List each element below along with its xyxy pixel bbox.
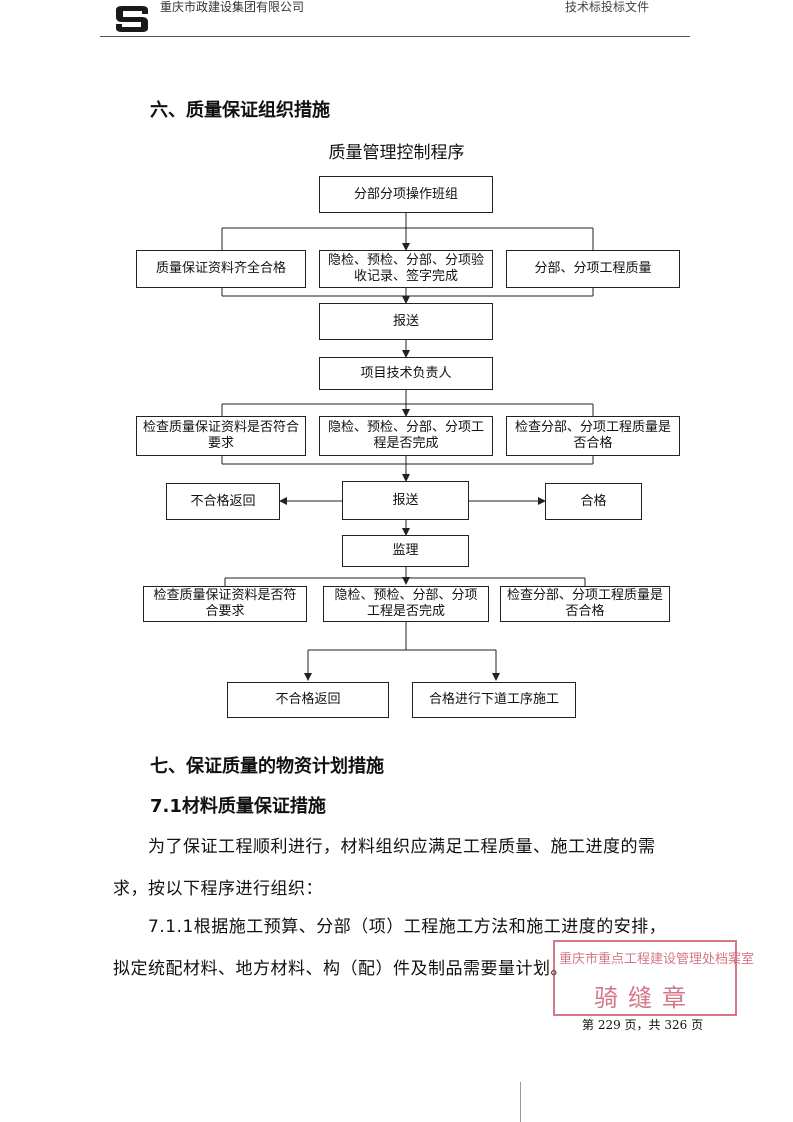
header-company-name: 重庆市政建设集团有限公司 bbox=[160, 0, 305, 14]
flow-box-next-process: 合格进行下道工序施工 bbox=[412, 682, 576, 718]
flow-box-inspection-records: 隐检、预检、分部、分项验收记录、签字完成 bbox=[319, 250, 493, 288]
flow-box-check-quality-2: 检查分部、分项工程质量是否合格 bbox=[500, 586, 670, 622]
paragraph-2-line-2: 拟定统配材料、地方材料、构（配）件及制品需要量计划。 bbox=[113, 959, 568, 979]
stamp-office-text: 重庆市重点工程建设管理处档案室 bbox=[559, 952, 755, 967]
binding-edge-line bbox=[520, 1082, 521, 1122]
flow-box-check-completion-2: 隐检、预检、分部、分项工程是否完成 bbox=[323, 586, 489, 622]
company-logo bbox=[116, 6, 148, 32]
section7-heading: 七、保证质量的物资计划措施 bbox=[150, 756, 384, 777]
flow-box-submit-1: 报送 bbox=[319, 303, 493, 340]
flow-box-submit-2: 报送 bbox=[342, 481, 469, 520]
archive-seal-stamp: 重庆市重点工程建设管理处档案室 骑缝章 bbox=[553, 940, 754, 1016]
flow-box-fail-return-1: 不合格返回 bbox=[166, 483, 280, 520]
section6-heading: 六、质量保证组织措施 bbox=[150, 100, 330, 121]
stamp-seal-label: 骑缝章 bbox=[594, 984, 696, 1012]
flow-box-check-quality-1: 检查分部、分项工程质量是否合格 bbox=[506, 416, 680, 456]
flow-box-pass-1: 合格 bbox=[545, 483, 642, 520]
flow-box-check-completion-1: 隐检、预检、分部、分项工程是否完成 bbox=[319, 416, 493, 456]
flow-box-supervision: 监理 bbox=[342, 535, 469, 567]
flow-box-project-quality: 分部、分项工程质量 bbox=[506, 250, 680, 288]
flow-box-work-team: 分部分项操作班组 bbox=[319, 176, 493, 213]
flow-box-quality-docs: 质量保证资料齐全合格 bbox=[136, 250, 306, 288]
flowchart-title: 质量管理控制程序 bbox=[328, 143, 465, 163]
flow-box-tech-lead: 项目技术负责人 bbox=[319, 357, 493, 390]
header-doc-type: 技术标投标文件 bbox=[565, 0, 650, 14]
page-number: 第 229 页，共 326 页 bbox=[582, 1018, 704, 1032]
paragraph-1-line-2: 求，按以下程序进行组织： bbox=[113, 879, 323, 899]
flow-box-check-docs-2: 检查质量保证资料是否符合要求 bbox=[143, 586, 307, 622]
paragraph-1-line-1: 为了保证工程顺利进行，材料组织应满足工程质量、施工进度的需 bbox=[148, 837, 656, 857]
flow-box-fail-return-2: 不合格返回 bbox=[227, 682, 389, 718]
subsection-7-1-heading: 7.1材料质量保证措施 bbox=[150, 796, 326, 817]
header-rule bbox=[100, 36, 690, 37]
flow-box-check-docs-1: 检查质量保证资料是否符合要求 bbox=[136, 416, 306, 456]
paragraph-2-line-1: 7.1.1根据施工预算、分部（项）工程施工方法和施工进度的安排， bbox=[148, 917, 667, 937]
